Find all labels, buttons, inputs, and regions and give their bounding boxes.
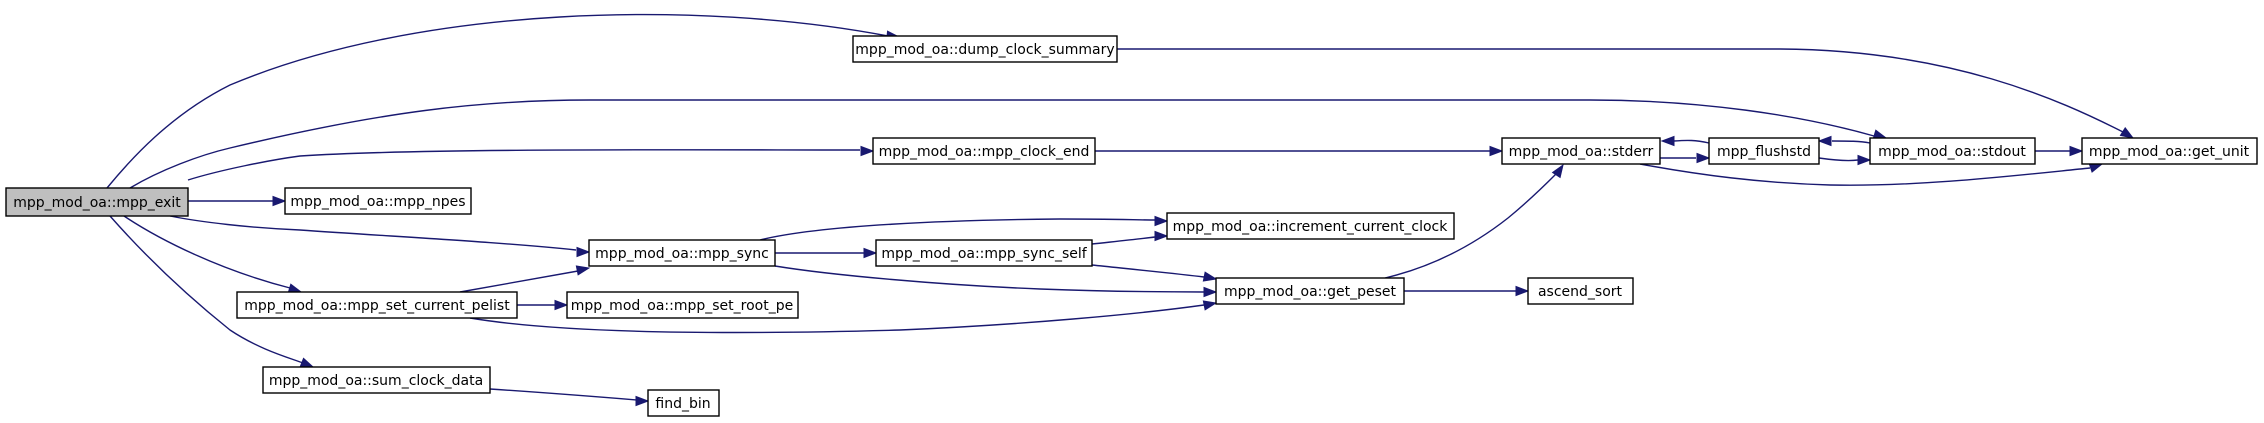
edge-get-peset-to-ascend-sort bbox=[1404, 285, 1530, 297]
arrowhead bbox=[272, 195, 287, 207]
node-label: mpp_flushstd bbox=[1717, 144, 1811, 160]
arrowhead bbox=[1154, 215, 1169, 227]
node-mpp-npes[interactable]: mpp_mod_oa::mpp_npes bbox=[284, 187, 472, 215]
edge-mpp-sync-to-increment-current-clock bbox=[759, 215, 1169, 241]
node-label: mpp_mod_oa::mpp_exit bbox=[13, 195, 181, 211]
node-mpp-exit[interactable]: mpp_mod_oa::mpp_exit bbox=[5, 187, 189, 217]
node-label: mpp_mod_oa::dump_clock_summary bbox=[855, 42, 1114, 58]
edge-mpp-exit-to-dump-clock-summary bbox=[106, 13, 901, 189]
node-dump-clock-summary[interactable]: mpp_mod_oa::dump_clock_summary bbox=[852, 35, 1118, 63]
arrowhead bbox=[1551, 163, 1564, 179]
edge-mpp-set-current-pelist-to-mpp-set-root-pe bbox=[517, 299, 569, 311]
arrowhead bbox=[1817, 135, 1832, 147]
edge-stderr-to-mpp-flushstd bbox=[1660, 152, 1711, 164]
node-label: mpp_mod_oa::mpp_set_root_pe bbox=[571, 298, 793, 314]
edge-stderr-to-get-unit bbox=[1639, 162, 2104, 186]
arrowhead bbox=[1154, 230, 1169, 242]
node-label: mpp_mod_oa::get_peset bbox=[1224, 284, 1396, 300]
node-mpp-set-current-pelist[interactable]: mpp_mod_oa::mpp_set_current_pelist bbox=[236, 291, 518, 319]
node-find-bin[interactable]: find_bin bbox=[647, 389, 720, 417]
arrowhead bbox=[1857, 154, 1872, 166]
edge-mpp-exit-to-mpp-npes bbox=[188, 195, 287, 207]
node-increment-current-clock[interactable]: mpp_mod_oa::increment_current_clock bbox=[1166, 212, 1455, 240]
node-mpp-sync-self[interactable]: mpp_mod_oa::mpp_sync_self bbox=[875, 239, 1093, 267]
edge-mpp-flushstd-to-stderr bbox=[1660, 135, 1710, 147]
arrowhead bbox=[2119, 126, 2135, 139]
arrowhead bbox=[1202, 300, 1218, 311]
arrowhead bbox=[1515, 285, 1530, 297]
edge-mpp-exit-to-mpp-clock-end bbox=[187, 145, 875, 181]
node-stdout[interactable]: mpp_mod_oa::stdout bbox=[1869, 137, 2036, 165]
node-label: mpp_mod_oa::mpp_set_current_pelist bbox=[244, 298, 510, 314]
edge-mpp-sync-to-get-peset bbox=[774, 265, 1218, 298]
arrowhead bbox=[860, 145, 875, 157]
arrowhead bbox=[1203, 286, 1218, 298]
arrowhead bbox=[2069, 145, 2084, 157]
node-label: find_bin bbox=[655, 396, 710, 412]
edge-stdout-to-get-unit bbox=[2035, 145, 2084, 157]
node-label: mpp_mod_oa::stdout bbox=[1878, 144, 2026, 160]
edge-mpp-set-current-pelist-to-get-peset bbox=[469, 300, 1218, 334]
edge-get-peset-to-stderr bbox=[1384, 163, 1564, 279]
arrowhead bbox=[1202, 271, 1218, 282]
node-get-unit[interactable]: mpp_mod_oa::get_unit bbox=[2081, 137, 2258, 165]
edge-mpp-sync-self-to-get-peset bbox=[1091, 264, 1218, 282]
edge-mpp-set-current-pelist-to-mpp-sync bbox=[459, 265, 591, 293]
node-mpp-clock-end[interactable]: mpp_mod_oa::mpp_clock_end bbox=[872, 137, 1096, 165]
edge-mpp-flushstd-to-stdout bbox=[1818, 154, 1872, 166]
edge-stdout-to-mpp-flushstd bbox=[1817, 135, 1871, 147]
node-stderr[interactable]: mpp_mod_oa::stderr bbox=[1501, 137, 1661, 165]
arrowhead bbox=[576, 246, 591, 258]
arrowhead bbox=[554, 299, 569, 311]
node-label: mpp_mod_oa::sum_clock_data bbox=[269, 373, 483, 389]
node-label: mpp_mod_oa::increment_current_clock bbox=[1173, 219, 1449, 235]
node-get-peset[interactable]: mpp_mod_oa::get_peset bbox=[1215, 277, 1405, 305]
node-mpp-flushstd[interactable]: mpp_flushstd bbox=[1708, 137, 1820, 165]
edge-mpp-exit-to-mpp-sync bbox=[169, 215, 591, 258]
arrowhead bbox=[635, 395, 650, 407]
node-label: mpp_mod_oa::mpp_sync_self bbox=[881, 246, 1087, 262]
arrowhead bbox=[1696, 152, 1711, 164]
arrowhead bbox=[2088, 162, 2104, 173]
node-label: mpp_mod_oa::mpp_npes bbox=[290, 194, 465, 210]
edge-dump-clock-summary-to-get-unit bbox=[1117, 48, 2135, 139]
node-sum-clock-data[interactable]: mpp_mod_oa::sum_clock_data bbox=[262, 366, 491, 394]
edge-mpp-sync-to-mpp-sync-self bbox=[775, 247, 878, 259]
node-label: mpp_mod_oa::stderr bbox=[1509, 144, 1654, 160]
arrowhead bbox=[863, 247, 878, 259]
edge-mpp-clock-end-to-stderr bbox=[1095, 145, 1504, 157]
arrowhead bbox=[1660, 135, 1675, 147]
node-label: ascend_sort bbox=[1538, 284, 1623, 300]
node-label: mpp_mod_oa::mpp_sync bbox=[595, 246, 769, 262]
node-label: mpp_mod_oa::get_unit bbox=[2089, 144, 2250, 160]
arrowhead bbox=[299, 357, 315, 368]
node-mpp-sync[interactable]: mpp_mod_oa::mpp_sync bbox=[588, 239, 776, 267]
edge-sum-clock-data-to-find-bin bbox=[489, 388, 650, 407]
edge-mpp-sync-self-to-increment-current-clock bbox=[1091, 230, 1169, 245]
node-ascend-sort[interactable]: ascend_sort bbox=[1527, 277, 1634, 305]
node-mpp-set-root-pe[interactable]: mpp_mod_oa::mpp_set_root_pe bbox=[566, 291, 799, 319]
edge-mpp-exit-to-mpp-set-current-pelist bbox=[123, 215, 303, 294]
node-label: mpp_mod_oa::mpp_clock_end bbox=[879, 144, 1090, 160]
arrowhead bbox=[1489, 145, 1504, 157]
arrowhead bbox=[575, 265, 591, 276]
edges-layer bbox=[106, 13, 2135, 407]
